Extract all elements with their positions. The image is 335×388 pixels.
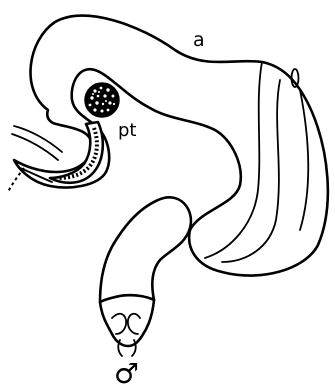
genital-papilla — [100, 295, 154, 346]
male-symbol: ♂ — [114, 357, 139, 388]
label-pt: pt — [118, 120, 136, 141]
strand-middle — [12, 134, 58, 160]
label-a: a — [193, 29, 205, 51]
lower-vesicle — [100, 197, 191, 302]
strand-upper — [14, 126, 62, 152]
